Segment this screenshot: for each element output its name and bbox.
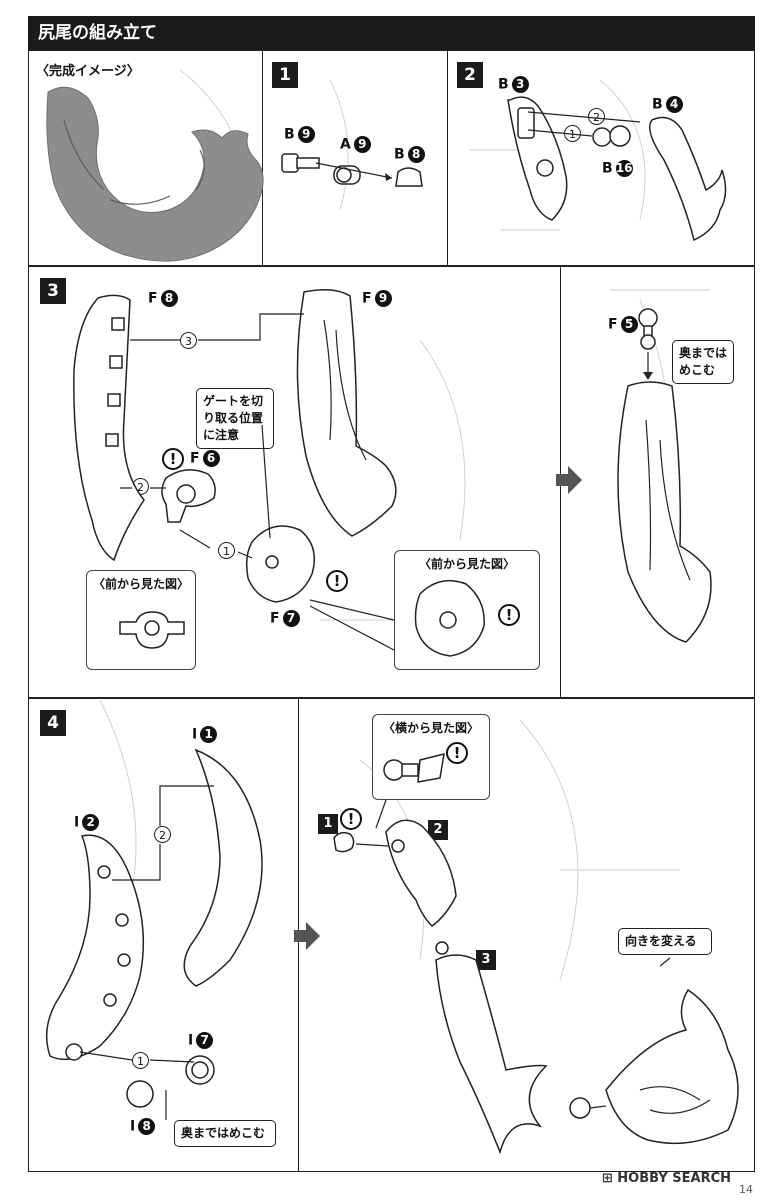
caution-icon: ! bbox=[326, 570, 348, 592]
step-3-number: 3 bbox=[40, 278, 66, 304]
order-mark-1: 1 bbox=[132, 1052, 149, 1069]
press-fully-callout: 奥まではめこむ bbox=[174, 1120, 276, 1147]
gate-warning-callout: ゲートを切り取る位置に注意 bbox=[196, 388, 274, 449]
watermark: ⊞ HOBBY SEARCH bbox=[601, 1171, 731, 1186]
press-fully-callout: 奥まではめこむ bbox=[672, 340, 734, 384]
sub-step-3: 3 bbox=[476, 950, 496, 970]
step-1-number: 1 bbox=[272, 62, 298, 88]
caution-icon: ! bbox=[498, 604, 520, 626]
caution-icon: ! bbox=[340, 808, 362, 830]
divider-preview-step1 bbox=[262, 50, 263, 266]
page-number: 14 bbox=[739, 1183, 753, 1196]
change-direction-callout: 向きを変える bbox=[618, 928, 712, 955]
order-mark-2: 2 bbox=[154, 826, 171, 843]
caution-icon: ! bbox=[446, 742, 468, 764]
sub-step-2: 2 bbox=[428, 820, 448, 840]
caution-icon: ! bbox=[162, 448, 184, 470]
section-title: 尻尾の組み立て bbox=[38, 23, 157, 43]
step-2-number: 2 bbox=[457, 62, 483, 88]
preview-caption: 〈完成イメージ〉 bbox=[36, 64, 140, 79]
sub-step-1: 1 bbox=[318, 814, 338, 834]
divider-step1-step2 bbox=[447, 50, 448, 266]
order-mark-3: 3 bbox=[180, 332, 197, 349]
order-mark-2: 2 bbox=[588, 108, 605, 125]
order-mark-1: 1 bbox=[218, 542, 235, 559]
step-4-number: 4 bbox=[40, 710, 66, 736]
section-header: 尻尾の組み立て bbox=[28, 16, 755, 50]
